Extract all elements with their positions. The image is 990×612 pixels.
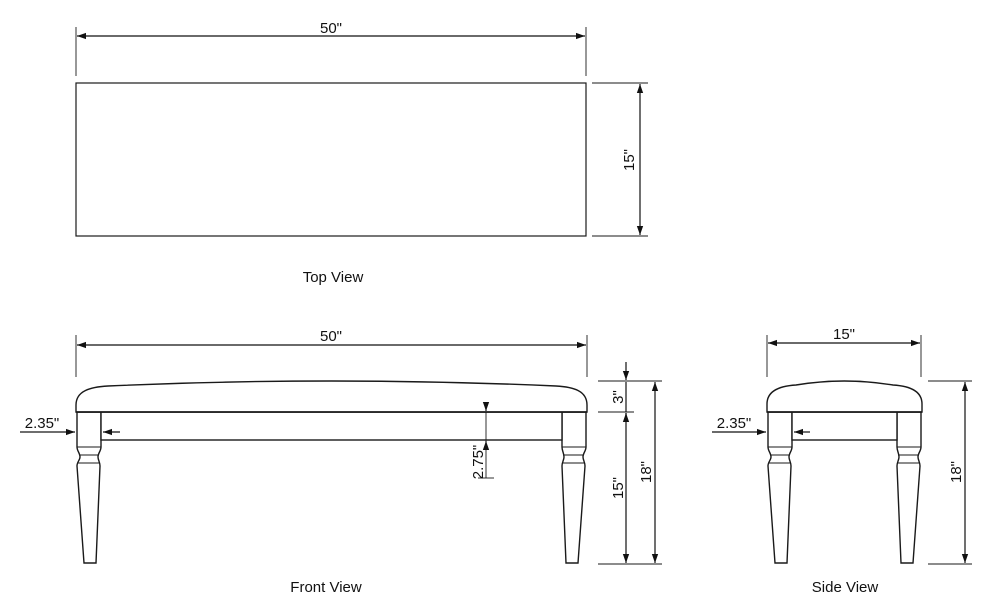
side-leg-label: 2.35" (717, 415, 752, 432)
front-seat-height-label: 15" (610, 477, 627, 499)
side-cushion (766, 380, 923, 413)
front-view: 50" 2.35" 2.75" 3" 15" 18" Front View (20, 328, 662, 596)
side-view: 15" 2.35" 18" Side View (712, 326, 972, 596)
front-apron-label: 2.75" (470, 445, 487, 480)
side-right-leg (896, 411, 922, 564)
side-total-height-label: 18" (948, 461, 965, 483)
front-width-label: 50" (320, 328, 342, 345)
front-left-leg (76, 411, 102, 564)
top-width-label: 50" (320, 20, 342, 37)
top-view-outline (75, 82, 587, 237)
top-view: 50" 15" Top View (75, 20, 648, 286)
front-cushion-label: 3" (610, 390, 627, 404)
side-left-leg (767, 411, 793, 564)
side-view-caption: Side View (812, 579, 879, 596)
top-depth-label: 15" (621, 149, 638, 171)
front-leg-label: 2.35" (25, 415, 60, 432)
front-right-leg (561, 411, 587, 564)
front-apron (100, 411, 563, 441)
front-total-height-label: 18" (638, 461, 655, 483)
side-width-label: 15" (833, 326, 855, 343)
side-apron (791, 411, 898, 441)
front-view-caption: Front View (290, 579, 362, 596)
front-cushion (75, 380, 588, 413)
top-view-caption: Top View (303, 269, 364, 286)
